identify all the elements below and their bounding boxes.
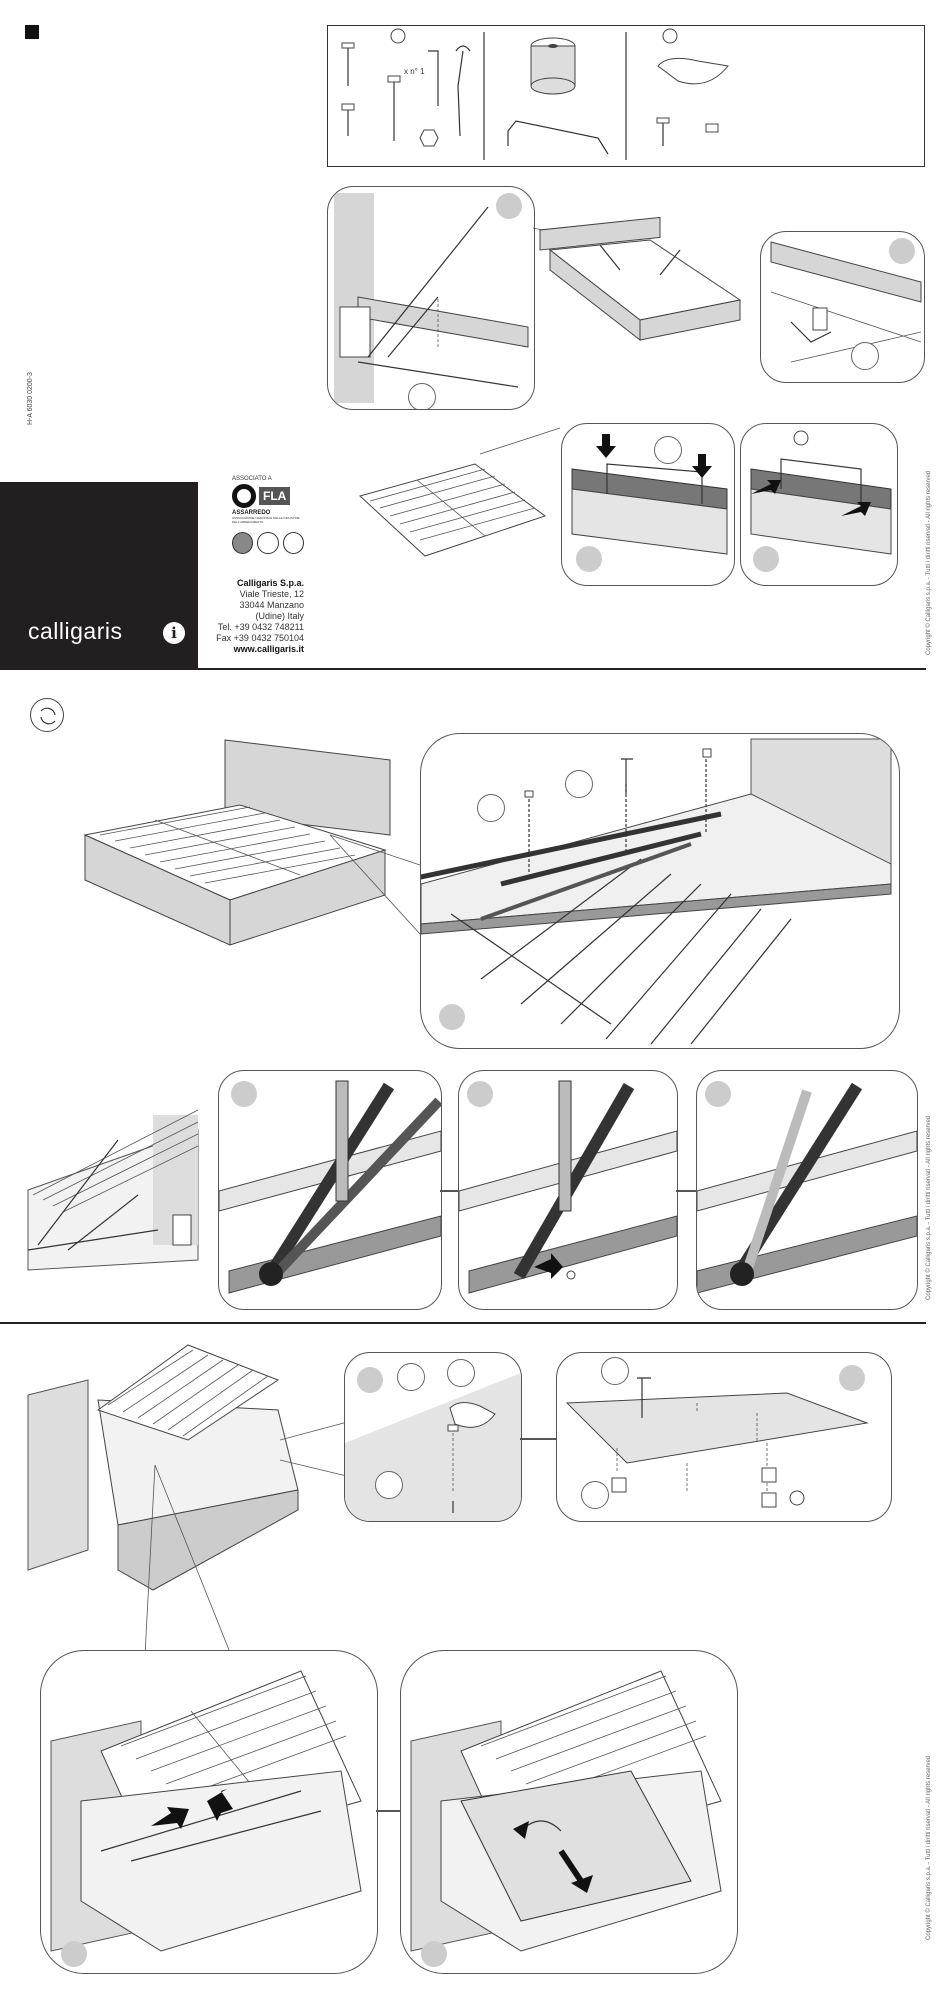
panel-connector bbox=[676, 1190, 696, 1192]
panel-step-4 bbox=[740, 423, 898, 586]
fla-logo-icon bbox=[232, 484, 256, 508]
panel-step-3 bbox=[561, 423, 735, 586]
step-number-badge bbox=[753, 546, 779, 572]
storage-base-insertion-detail bbox=[50, 1670, 362, 1952]
panel-connector bbox=[440, 1190, 458, 1192]
doc-code: H-A 6030 0200-3 bbox=[27, 372, 34, 425]
step-number-badge bbox=[839, 1365, 865, 1391]
step-number-badge bbox=[705, 1081, 731, 1107]
certification-badge-icon bbox=[232, 532, 254, 554]
assarredo-sub: ASSOCIAZIONE NAZIONALE DELLE INDUSTRIE D… bbox=[232, 516, 300, 524]
assarredo-label: ASSARREDO bbox=[232, 510, 271, 516]
part-callout bbox=[851, 342, 879, 370]
panel-step-6 bbox=[218, 1070, 442, 1310]
storage-base-placement-detail bbox=[410, 1670, 722, 1952]
part-callout bbox=[397, 1363, 425, 1391]
parts-illustration: x n° 1 bbox=[341, 28, 729, 160]
connector-line bbox=[144, 1464, 236, 1666]
copyright-text: Copyright © Calligaris s.p.a. - Tutti i … bbox=[926, 470, 932, 655]
panel-step-10 bbox=[556, 1352, 892, 1522]
part-callout bbox=[447, 1359, 475, 1387]
brand-block: calligaris i bbox=[0, 482, 198, 668]
panel-step-9 bbox=[344, 1352, 522, 1522]
associated-label: ASSOCIATO A bbox=[232, 476, 272, 482]
slat-frame-illustration bbox=[359, 463, 547, 557]
panel-step-7 bbox=[458, 1070, 678, 1310]
bed-with-headboard-illustration bbox=[83, 739, 391, 946]
hinge-screw-detail bbox=[421, 738, 892, 1045]
screw-icon bbox=[341, 42, 439, 147]
panel-step-12 bbox=[400, 1650, 738, 1974]
multiplier-label: x n° 1 bbox=[404, 67, 425, 76]
company-region: (Udine) Italy bbox=[255, 611, 304, 621]
rotate-tool-icon bbox=[30, 698, 64, 732]
step-number-badge bbox=[61, 1941, 87, 1967]
part-callout bbox=[565, 770, 593, 798]
part-callout bbox=[654, 436, 682, 464]
gas-spring-mounted-detail bbox=[697, 1082, 917, 1294]
panel-connector bbox=[376, 1810, 400, 1812]
association-block: ASSOCIATO A FLA ASSARREDO ASSOCIAZIONE N… bbox=[232, 476, 304, 554]
certification-badge-icon bbox=[282, 532, 304, 554]
info-circle-icon: i bbox=[163, 622, 185, 644]
connector-line bbox=[479, 427, 561, 455]
part-callout bbox=[477, 794, 505, 822]
company-fax: Fax +39 0432 750104 bbox=[216, 633, 304, 643]
bed-frame-side-illustration bbox=[27, 1109, 199, 1271]
copyright-text: Copyright © Calligaris s.p.a. - Tutti i … bbox=[926, 1755, 932, 1940]
hook-lock-detail bbox=[750, 430, 892, 555]
panel-feet-detail bbox=[565, 1377, 869, 1508]
connector-line bbox=[329, 834, 431, 946]
step-number-badge bbox=[576, 546, 602, 572]
connector-line bbox=[279, 1419, 356, 1479]
company-tel: Tel. +39 0432 748211 bbox=[217, 622, 304, 632]
part-callout bbox=[408, 383, 436, 409]
step-number-badge bbox=[231, 1081, 257, 1107]
step-number-badge bbox=[467, 1081, 493, 1107]
bar-bracket-detail bbox=[770, 241, 922, 363]
copyright-text: Copyright © Calligaris s.p.a. - Tutti i … bbox=[926, 1115, 932, 1300]
step-number-badge bbox=[496, 193, 522, 219]
hook-insert-detail bbox=[571, 434, 728, 555]
fla-label: FLA bbox=[259, 487, 291, 505]
bed-frame-illustration bbox=[539, 216, 742, 342]
step-number-badge bbox=[357, 1367, 383, 1393]
step-number-badge bbox=[421, 1941, 447, 1967]
section-divider bbox=[0, 1322, 926, 1324]
section-divider bbox=[0, 668, 926, 670]
panel-step-5 bbox=[420, 733, 900, 1049]
page-marker bbox=[25, 25, 39, 39]
part-callout bbox=[601, 1357, 629, 1385]
company-street: Viale Trieste, 12 bbox=[239, 589, 304, 599]
company-city: 33044 Manzano bbox=[239, 600, 304, 610]
panel-step-11 bbox=[40, 1650, 378, 1974]
step-number-badge bbox=[889, 238, 915, 264]
lift-mechanism-illustration bbox=[334, 193, 529, 403]
panel-step-8 bbox=[696, 1070, 918, 1310]
company-info: Calligaris S.p.a. Viale Trieste, 12 3304… bbox=[200, 578, 304, 655]
gas-spring-pin-detail bbox=[459, 1080, 677, 1294]
step-number-badge bbox=[439, 1004, 465, 1030]
gas-spring-detail bbox=[219, 1080, 441, 1294]
panel-step-1 bbox=[327, 186, 535, 410]
parts-box: x n° 1 bbox=[327, 25, 925, 167]
certification-badge-icon bbox=[257, 532, 279, 554]
panel-connector bbox=[520, 1438, 556, 1440]
company-name: Calligaris S.p.a. bbox=[236, 578, 304, 588]
part-callout bbox=[375, 1471, 403, 1499]
brand-name: calligaris bbox=[28, 618, 123, 644]
panel-step-2 bbox=[760, 231, 925, 383]
open-storage-bed-illustration bbox=[27, 1344, 299, 1591]
part-callout bbox=[581, 1481, 609, 1509]
company-web: www.calligaris.it bbox=[233, 644, 304, 654]
